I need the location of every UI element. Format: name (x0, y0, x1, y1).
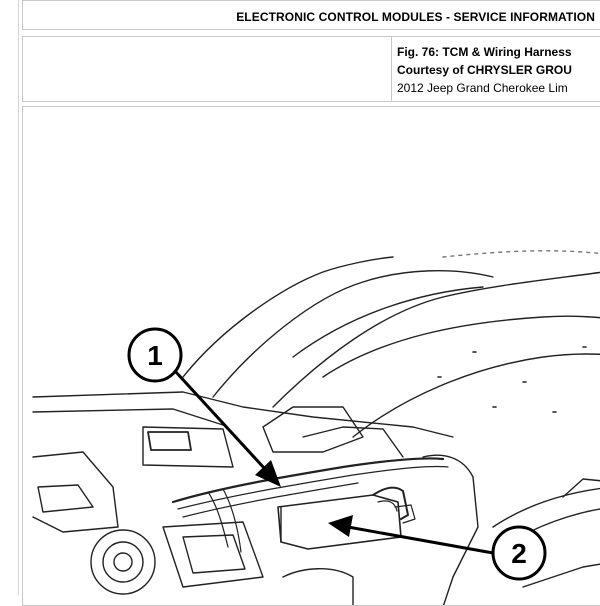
figure-caption-vehicle: 2012 Jeep Grand Cherokee Lim (397, 81, 568, 95)
panel-outline (32, 391, 454, 438)
bracket-outline (162, 521, 264, 588)
figure-caption-table: Fig. 76: TCM & Wiring Harness Courtesy o… (22, 36, 600, 102)
harness-bundle (207, 491, 229, 548)
panel-outline (302, 426, 404, 458)
section-header: ELECTRONIC CONTROL MODULES - SERVICE INF… (22, 0, 600, 30)
caption-divider (391, 37, 392, 101)
bracket-outline (562, 478, 600, 498)
bracket-outline (422, 454, 479, 605)
bracket-outline (522, 563, 600, 588)
bracket-outline (182, 534, 246, 574)
round-fitting (113, 552, 133, 572)
body-contour-line (442, 250, 600, 258)
bracket-outline (492, 487, 600, 528)
body-contour-line (272, 271, 600, 408)
round-fitting (102, 541, 144, 583)
tcm-connector (394, 504, 416, 524)
page-left-rule (18, 0, 19, 595)
harness-bundle (171, 457, 445, 504)
section-title: ELECTRONIC CONTROL MODULES - SERVICE INF… (236, 10, 595, 24)
panel-outline (32, 408, 224, 426)
body-contour-line (212, 269, 494, 398)
panel-slot (147, 431, 192, 451)
panel-outline (262, 406, 364, 453)
leader-line-2 (346, 525, 495, 555)
callout-2: 2 (491, 525, 547, 581)
body-contour-line (182, 256, 394, 378)
leader-arrowhead-1 (255, 460, 281, 487)
body-contour-line (322, 315, 600, 378)
bracket-outline (37, 484, 94, 513)
round-fitting (90, 529, 156, 595)
tcm-connector (372, 486, 409, 520)
tcm-connector (377, 500, 398, 512)
figure-caption-credit: Courtesy of CHRYSLER GROU (397, 63, 572, 77)
harness-bundle (177, 465, 449, 510)
stipple-mark (437, 346, 587, 413)
callout-2-label: 2 (511, 538, 527, 569)
tcm-wiring-illustration: 1 2 (32, 250, 600, 605)
harness-bundle (182, 482, 359, 518)
figure-illustration-frame: 1 2 (22, 106, 600, 606)
figure-caption: Fig. 76: TCM & Wiring Harness Courtesy o… (397, 43, 572, 97)
harness-bundle (222, 488, 242, 553)
leader-line-1 (173, 369, 267, 471)
figure-caption-title: Fig. 76: TCM & Wiring Harness (397, 45, 572, 59)
leader-arrowhead-2 (328, 515, 353, 537)
bracket-outline (32, 451, 119, 533)
body-contour-line (352, 353, 600, 438)
panel-outline (142, 426, 234, 468)
callout-1-label: 1 (147, 340, 163, 371)
body-contour-line (292, 286, 484, 358)
callout-1: 1 (127, 327, 183, 383)
bracket-outline (282, 568, 354, 605)
